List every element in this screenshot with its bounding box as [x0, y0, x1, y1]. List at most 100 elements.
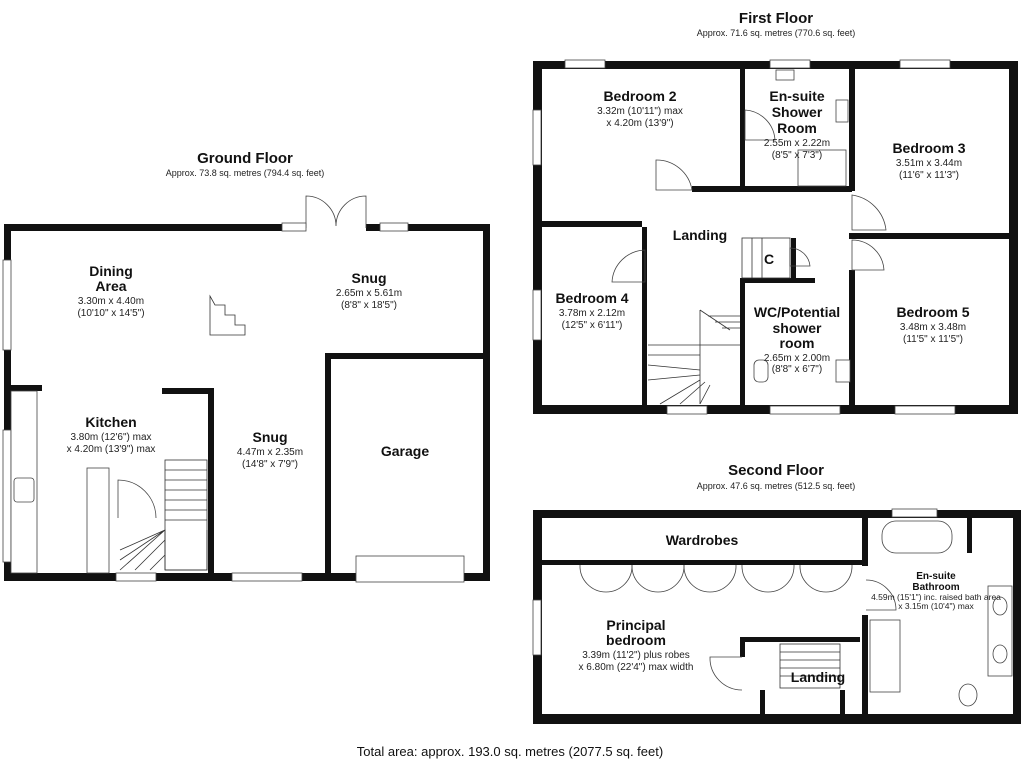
- ff-door-bed2: [655, 159, 693, 191]
- ff-bed3-name: Bedroom 3: [892, 140, 965, 156]
- sf-landing-name: Landing: [791, 669, 845, 685]
- gf-garage-door: [355, 555, 465, 583]
- ff-window-bed5: [894, 405, 956, 415]
- first-floor: First Floor Approx. 71.6 sq. metres (770…: [532, 10, 1018, 415]
- sf-wall-landing-top: [740, 637, 860, 642]
- ff-door-bed4: [611, 249, 646, 283]
- ff-ensuite-basin: [835, 99, 849, 123]
- ff-door-cupboard: [789, 247, 811, 267]
- ff-wall-cupboard: [791, 238, 796, 280]
- ff-wall-bed5-left: [849, 270, 855, 407]
- ff-wall-left: [533, 61, 542, 414]
- gf-stair-symbol: [209, 294, 246, 336]
- sf-bath-basin-2: [992, 644, 1008, 664]
- ff-wc-basin: [835, 359, 851, 383]
- gf-wall-garage-left: [325, 353, 331, 578]
- ground-floor-area: Approx. 73.8 sq. metres (794.4 sq. feet): [166, 168, 325, 178]
- gf-dining-dim-2: (10'10" x 14'5"): [77, 308, 144, 319]
- gf-wall-kitchen-snug: [208, 388, 214, 578]
- ff-ensuite-shower: [797, 149, 847, 187]
- ff-wall-landing-top: [692, 186, 852, 192]
- sf-wall-landing-post-2: [840, 690, 845, 715]
- gf-kitchen-dim-1: 3.80m (12'6") max: [70, 432, 151, 443]
- ff-ensuite-toilet: [775, 69, 795, 81]
- sf-window-left: [532, 599, 542, 656]
- gf-snug-top-dim-1: 2.65m x 5.61m: [336, 288, 402, 299]
- ff-wall-bed4-right: [642, 227, 647, 407]
- ff-wall-wc-top: [740, 278, 815, 283]
- sf-wall-top: [533, 510, 1021, 518]
- ff-window-bed2-side: [532, 109, 542, 166]
- gf-dining-name-2: Area: [95, 278, 126, 294]
- gf-french-doors: [305, 195, 367, 228]
- gf-wall-kitchen-top-left: [4, 385, 42, 391]
- gf-window-left-dining: [2, 259, 12, 351]
- gf-wall-top: [4, 224, 490, 231]
- gf-window-bottom-kitchen: [115, 572, 157, 582]
- ff-door-bed3: [851, 194, 887, 231]
- ff-wc-name-1: WC/Potential: [754, 304, 840, 320]
- sf-wall-bath-partition: [967, 518, 972, 553]
- ff-bed4-dim-2: (12'5" x 6'11"): [562, 320, 623, 331]
- ff-ensuite-dim-2: (8'5" x 7'3"): [772, 150, 822, 161]
- sf-wall-landing-left: [740, 637, 745, 657]
- sf-bath-basin-1: [992, 596, 1008, 616]
- ff-bed5-dim-2: (11'5" x 11'5"): [903, 334, 963, 345]
- gf-snug-top-dim-2: (8'8" x 18'5"): [341, 300, 397, 311]
- sf-wall-bottom: [533, 714, 1021, 724]
- first-floor-area: Approx. 71.6 sq. metres (770.6 sq. feet): [697, 28, 856, 38]
- ff-ensuite-name-2: Shower: [772, 104, 823, 120]
- sf-principal-name-1: Principal: [606, 617, 665, 633]
- sf-door-bedroom: [709, 656, 743, 691]
- ff-bed4-name: Bedroom 4: [555, 290, 628, 306]
- ff-wall-bed3-bed5: [849, 233, 1009, 239]
- gf-window-top-2: [379, 222, 409, 232]
- ff-wall-right: [1009, 61, 1018, 414]
- ff-landing-name: Landing: [673, 227, 727, 243]
- gf-window-left-kitchen: [2, 429, 12, 563]
- ff-wall-ensuite-left: [740, 69, 745, 189]
- ff-wc-dim-1: 2.65m x 2.00m: [764, 353, 830, 364]
- sf-door-bathroom: [865, 579, 897, 611]
- ff-bed3-dim-1: 3.51m x 3.44m: [896, 158, 962, 169]
- ff-wc-name-2: shower: [772, 320, 822, 336]
- ff-wc-dim-2: (8'8" x 6'7"): [772, 364, 822, 375]
- sf-window-bath: [891, 508, 938, 518]
- sf-bath-name-2: Bathroom: [912, 582, 959, 593]
- sf-bath-freestanding: [881, 520, 953, 554]
- sf-bath-toilet: [958, 683, 978, 707]
- sf-wall-landing-post: [760, 690, 765, 715]
- ff-ensuite-dim-1: 2.55m x 2.22m: [764, 138, 830, 149]
- gf-staircase: [119, 459, 208, 571]
- ff-door-bed5: [851, 239, 885, 271]
- sf-principal-dim-1: 3.39m (11'2") plus robes: [582, 650, 690, 661]
- ff-window-wc: [769, 405, 841, 415]
- ff-ensuite-name-3: Room: [777, 120, 817, 136]
- ground-floor: Ground Floor Approx. 73.8 sq. metres (79…: [2, 150, 490, 583]
- sf-wall-bath-left-top: [862, 518, 868, 566]
- sf-bath-shower: [869, 619, 901, 693]
- ff-window-bed2: [564, 59, 606, 69]
- sf-principal-dim-2: x 6.80m (22'4") max width: [579, 662, 694, 673]
- ff-bed2-dim-2: x 4.20m (13'9"): [606, 118, 673, 129]
- total-area: Total area: approx. 193.0 sq. metres (20…: [357, 744, 663, 759]
- gf-wall-garage-top: [325, 353, 485, 359]
- gf-french-door-gap: [306, 222, 366, 233]
- ff-bed4-dim-1: 3.78m x 2.12m: [559, 308, 625, 319]
- gf-window-top-1: [281, 222, 307, 232]
- second-floor: Second Floor Approx. 47.6 sq. metres (51…: [532, 462, 1021, 724]
- second-floor-title: Second Floor: [728, 462, 824, 479]
- sf-wall-wardrobe-line: [542, 560, 864, 565]
- sf-principal-name-2: bedroom: [606, 632, 666, 648]
- gf-kitchen-door: [117, 479, 157, 519]
- sf-wall-right: [1013, 510, 1021, 724]
- gf-snug-top-name: Snug: [352, 270, 387, 286]
- gf-snug-bottom-name: Snug: [253, 429, 288, 445]
- sf-bath-dim-2: x 3.15m (10'4") max: [898, 601, 974, 611]
- ground-floor-title: Ground Floor: [197, 150, 293, 167]
- ff-bed3-dim-2: (11'6" x 11'3"): [899, 170, 959, 181]
- gf-wall-right: [483, 224, 490, 581]
- first-floor-title: First Floor: [739, 10, 813, 27]
- ff-wc-toilet: [753, 359, 769, 383]
- ff-window-landing: [666, 405, 708, 415]
